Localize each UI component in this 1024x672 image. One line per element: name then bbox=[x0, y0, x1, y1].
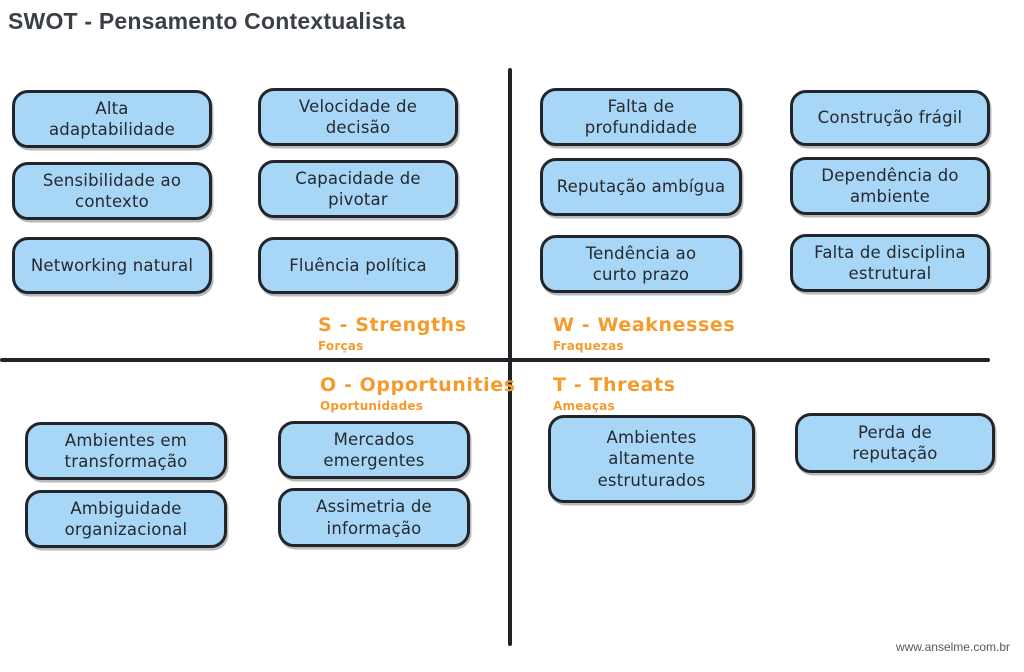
box-label: Velocidade de decisão bbox=[298, 96, 418, 137]
box-label: Reputação ambígua bbox=[556, 177, 726, 197]
threats-quadrant-label: T - Threats Ameaças bbox=[553, 375, 676, 413]
weakness-box-dependencia-do-ambiente: Dependência do ambiente bbox=[790, 157, 990, 215]
opportunities-translation: Oportunidades bbox=[320, 398, 424, 413]
strength-box-velocidade-de-decisao: Velocidade de decisão bbox=[258, 88, 458, 146]
opportunity-box-ambientes-em-transformacao: Ambientes em transformação bbox=[25, 422, 227, 480]
opportunity-box-ambiguidade-organizacional: Ambiguidade organizacional bbox=[25, 490, 227, 548]
strength-box-fluencia-politica: Fluência política bbox=[258, 237, 458, 294]
weakness-box-falta-de-disciplina-estrutural: Falta de disciplina estrutural bbox=[790, 234, 990, 292]
strengths-translation: Forças bbox=[318, 338, 364, 353]
box-label: Networking natural bbox=[30, 255, 194, 275]
threat-box-perda-de-reputacao: Perda de reputação bbox=[795, 413, 995, 473]
strengths-quadrant-label: S - Strengths Forças bbox=[318, 315, 467, 353]
strength-box-sensibilidade-ao-contexto: Sensibilidade ao contexto bbox=[12, 162, 212, 220]
box-label: Alta adaptabilidade bbox=[49, 98, 175, 139]
box-label: Mercados emergentes bbox=[323, 429, 425, 470]
page-title: SWOT - Pensamento Contextualista bbox=[8, 8, 406, 34]
box-label: Tendência ao curto prazo bbox=[585, 243, 697, 284]
box-label: Falta de disciplina estrutural bbox=[814, 242, 966, 283]
box-label: Assimetria de informação bbox=[316, 497, 432, 538]
weakness-box-construcao-fragil: Construção frágil bbox=[790, 90, 990, 146]
weaknesses-label: W - Weaknesses bbox=[553, 314, 736, 336]
vertical-axis-line bbox=[508, 68, 512, 646]
box-label: Sensibilidade ao contexto bbox=[42, 170, 182, 211]
box-label: Construção frágil bbox=[817, 108, 963, 128]
weaknesses-quadrant-label: W - Weaknesses Fraquezas bbox=[553, 315, 735, 353]
footer-website-url: www.anselme.com.br bbox=[895, 640, 1010, 654]
weakness-box-reputacao-ambigua: Reputação ambígua bbox=[540, 158, 742, 216]
opportunities-quadrant-label: O - Opportunities Oportunidades bbox=[320, 375, 516, 413]
box-label: Capacidade de pivotar bbox=[295, 168, 421, 209]
threats-translation: Ameaças bbox=[553, 398, 615, 413]
box-label: Ambientes em transformação bbox=[64, 430, 188, 471]
box-label: Perda de reputação bbox=[852, 422, 938, 463]
strength-box-networking-natural: Networking natural bbox=[12, 237, 212, 294]
box-label: Ambiguidade organizacional bbox=[64, 498, 188, 539]
strengths-label: S - Strengths bbox=[318, 314, 467, 336]
opportunity-box-mercados-emergentes: Mercados emergentes bbox=[278, 421, 470, 479]
opportunities-label: O - Opportunities bbox=[320, 374, 516, 396]
box-label: Falta de profundidade bbox=[584, 96, 698, 137]
horizontal-axis-line bbox=[0, 358, 990, 362]
strength-box-capacidade-de-pivotar: Capacidade de pivotar bbox=[258, 160, 458, 218]
box-label: Fluência política bbox=[289, 255, 427, 275]
opportunity-box-assimetria-de-informacao: Assimetria de informação bbox=[278, 488, 470, 547]
threats-label: T - Threats bbox=[553, 374, 676, 396]
weakness-box-falta-de-profundidade: Falta de profundidade bbox=[540, 88, 742, 146]
threat-box-ambientes-altamente-estruturados: Ambientes altamente estruturados bbox=[548, 415, 755, 503]
strength-box-alta-adaptabilidade: Alta adaptabilidade bbox=[12, 90, 212, 148]
weaknesses-translation: Fraquezas bbox=[553, 338, 624, 353]
box-label: Dependência do ambiente bbox=[821, 165, 959, 206]
box-label: Ambientes altamente estruturados bbox=[597, 427, 706, 490]
weakness-box-tendencia-ao-curto-prazo: Tendência ao curto prazo bbox=[540, 235, 742, 293]
